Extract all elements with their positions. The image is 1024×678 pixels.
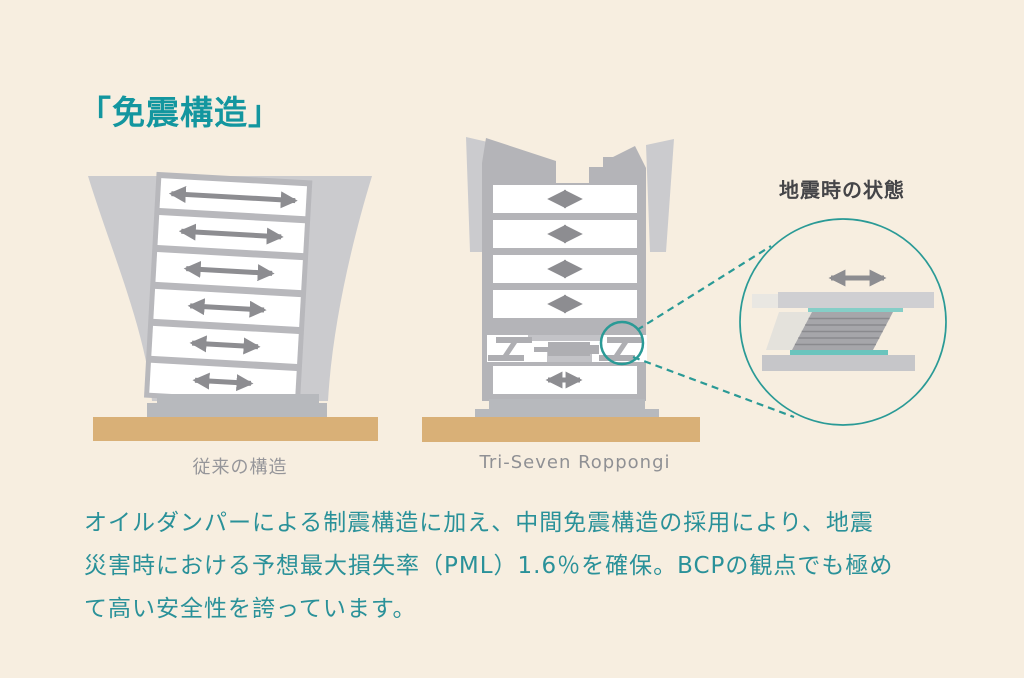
sway-arrow-icon <box>183 260 275 282</box>
conventional-building-label: 従来の構造 <box>192 457 288 478</box>
pedestal-step <box>157 394 319 403</box>
floor-band <box>493 255 637 283</box>
conventional-building <box>88 171 378 441</box>
paragraph-line: 災害時における予想最大損失率（PML）1.6％を確保。BCPの観点でも極め <box>84 553 894 579</box>
sway-arrow-icon <box>189 335 261 355</box>
paragraph-line: オイルダンパーによる制震構造に加え、中間免震構造の採用により、地震 <box>84 510 874 536</box>
description-paragraph: オイルダンパーによる制震構造に加え、中間免震構造の採用により、地震 災害時におけ… <box>84 502 964 631</box>
sway-arrow-icon <box>192 372 254 392</box>
sway-arrow-icon <box>168 186 298 209</box>
pedestal-base <box>475 409 659 418</box>
lower-slab-tab <box>547 352 592 362</box>
isolation-layer <box>487 335 647 362</box>
pedestal-base <box>147 403 327 418</box>
bearing-top-flange <box>808 308 903 312</box>
bearing-bottom-plate <box>762 355 915 371</box>
floor-band <box>493 290 637 318</box>
detail-circle <box>739 218 947 426</box>
pedestal-step <box>489 399 645 409</box>
sway-arrow-icon <box>178 223 284 245</box>
oil-damper-icon <box>534 342 599 356</box>
callout-line-upper <box>636 245 772 331</box>
bearing-top-plate <box>778 292 934 308</box>
tri-seven-building-label: Tri-Seven Roppongi <box>479 452 671 473</box>
earthquake-detail <box>739 218 947 426</box>
page-title: 「免震構造」 <box>78 93 282 133</box>
wing-right <box>646 139 674 252</box>
sway-arrow-icon <box>187 298 267 318</box>
earthquake-state-label: 地震時の状態 <box>779 178 905 202</box>
ground-strip <box>93 417 378 441</box>
paragraph-line: て高い安全性を誇っています。 <box>84 596 417 622</box>
floor-band <box>493 185 637 213</box>
tri-seven-building <box>422 137 700 442</box>
floor-band <box>493 220 637 248</box>
swaying-column <box>143 171 313 407</box>
isolator-highlight-circle <box>599 320 645 366</box>
bearing-bottom-flange <box>790 350 888 355</box>
ground-strip <box>422 417 700 442</box>
upper-slab-tab <box>528 335 602 341</box>
isolator-icon <box>488 337 532 361</box>
isolator-icon <box>599 337 643 361</box>
callout-line-lower <box>632 355 795 419</box>
